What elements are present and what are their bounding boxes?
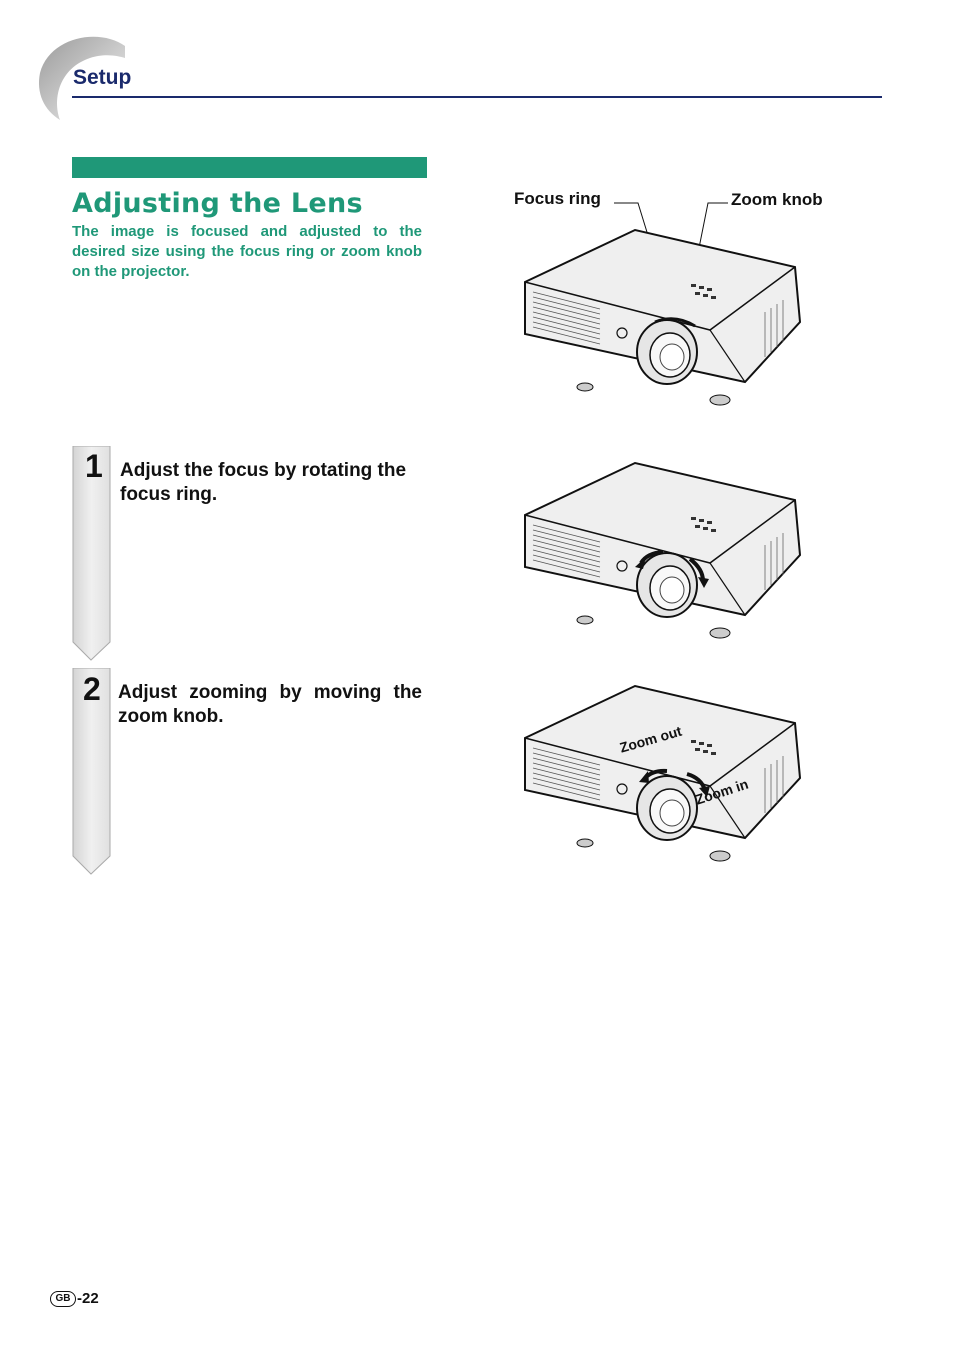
step-1-tab [72,446,111,661]
page-footer: GB -22 [50,1290,99,1307]
step-2-text: Adjust zooming by moving the zoom knob. [118,682,422,727]
intro-text: The image is focused and adjusted to the… [72,223,422,280]
region-badge: GB [50,1290,76,1307]
zoom-knob-label: Zoom knob [731,190,823,209]
projector-illustration [524,228,802,406]
focus-ring-label: Focus ring [514,189,601,208]
step-2-number: 2 [83,671,101,707]
step-1-text: Adjust the focus by rotating the focus r… [120,460,407,505]
section-label: Setup [73,66,132,89]
zoom-arrows-icon [639,768,710,797]
projector-illustration [524,461,802,639]
step-2-tab [72,668,111,875]
section-header-curve [38,36,125,121]
header-rule [72,96,882,98]
page-number: -22 [77,1290,99,1307]
title-bar [72,157,427,178]
projector-illustration [524,684,802,862]
page-title: Adjusting the Lens [72,188,363,219]
rotate-arrows-icon [635,550,709,588]
step-1-number: 1 [85,448,103,484]
